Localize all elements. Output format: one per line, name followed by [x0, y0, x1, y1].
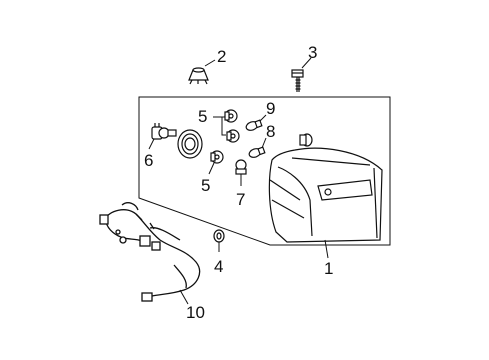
grommet-icon — [188, 67, 209, 85]
callout-1: 1 — [324, 259, 333, 278]
leader-bracket-5 — [213, 116, 226, 136]
callout-3: 3 — [308, 43, 317, 62]
socket-icon — [151, 123, 177, 140]
callout-8: 8 — [266, 122, 275, 141]
callout-6: 6 — [144, 151, 153, 170]
leader-line-3 — [301, 57, 312, 69]
callout-4: 4 — [214, 257, 223, 276]
leader-line-1 — [324, 239, 329, 259]
callout-5-upper: 5 — [198, 107, 207, 126]
callout-10: 10 — [186, 303, 205, 322]
bulb-icon — [248, 146, 266, 158]
bulb-socket-upper-icon — [224, 109, 240, 143]
leader-line-5b — [208, 162, 215, 175]
nut-icon — [299, 133, 313, 147]
leader-line-9 — [259, 114, 267, 122]
bulb-icon — [245, 119, 263, 131]
leader-line-2 — [204, 59, 216, 67]
callout-9: 9 — [266, 99, 275, 118]
leader-line-10 — [179, 289, 189, 305]
callout-7: 7 — [236, 190, 245, 209]
nut-icon — [213, 229, 225, 243]
assembly-panel-outline — [138, 96, 391, 246]
gasket-icon — [177, 129, 203, 159]
bulb-socket-lower-icon — [210, 150, 224, 164]
bulb-icon — [235, 159, 247, 175]
callout-2: 2 — [217, 47, 226, 66]
wiring-harness-icon — [99, 202, 201, 302]
leader-line-8 — [261, 137, 267, 149]
tail-lamp-icon — [268, 147, 383, 243]
callout-5-lower: 5 — [201, 176, 210, 195]
bolt-icon — [291, 69, 304, 92]
leader-line-6 — [148, 138, 155, 150]
